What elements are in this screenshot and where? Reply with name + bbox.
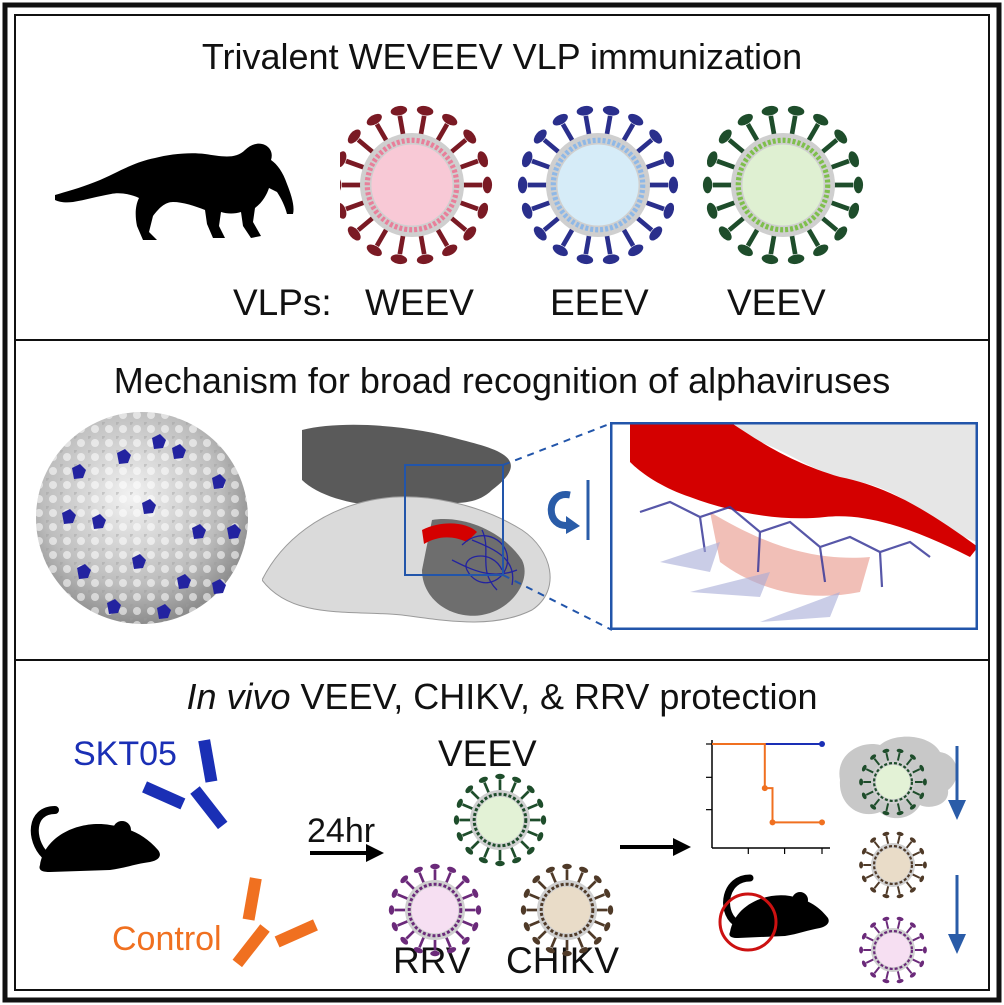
zoom-box	[404, 464, 504, 576]
survival-lines	[712, 741, 825, 826]
beta-strands	[660, 542, 840, 622]
epitope-patches	[62, 434, 241, 619]
mouse-outcome-icon	[718, 874, 829, 952]
survival-series-1	[712, 743, 822, 824]
control-antibody-icon	[232, 877, 318, 968]
glycoprotein-structure	[262, 424, 551, 623]
vlp-label-eeev: EEEV	[550, 282, 649, 323]
control-label: Control	[112, 920, 222, 958]
decrease-arrow-icon	[948, 746, 966, 820]
surface-white	[730, 422, 978, 542]
vlp-eeev	[517, 105, 679, 265]
time-label: 24hr	[307, 812, 376, 850]
zoom-line-top	[502, 422, 613, 466]
arrow-24hr-head	[366, 844, 384, 862]
challenge-virus-veev	[453, 773, 547, 867]
decrease-arrow-icon-2	[948, 875, 966, 954]
skt05-label: SKT05	[73, 735, 177, 773]
macaque-silhouette-icon	[55, 143, 294, 240]
highlight-circle	[718, 892, 778, 952]
outcome-virus-rrv	[859, 916, 927, 984]
cdr-loop-sticks	[639, 500, 931, 588]
outcome-virus-veev	[859, 748, 927, 816]
vlp-weev	[340, 105, 493, 265]
virus-label-chikv: CHIKV	[506, 940, 620, 981]
outcome-virus-chikv	[859, 831, 927, 899]
epitope-surface	[630, 422, 978, 557]
virion-surface	[36, 412, 248, 624]
panel1-title: Trivalent WEVEEV VLP immunization	[201, 36, 803, 77]
survival-step-point	[761, 785, 768, 792]
virus-label-rrv: RRV	[393, 940, 471, 981]
inner-border	[14, 14, 990, 991]
vlps-label: VLPs:	[233, 282, 332, 323]
e2-domain-mid	[422, 519, 525, 616]
zoomed-interface	[610, 422, 978, 630]
panel3-title-italic: In vivo	[186, 676, 291, 717]
survival-step-point	[769, 819, 776, 826]
mouse-silhouette-icon	[30, 806, 160, 872]
panel3-title: In vivo VEEV, CHIKV, & RRV protection	[0, 676, 1004, 718]
outcome-viruses	[859, 748, 927, 984]
vlp-particles	[340, 105, 864, 265]
panel3-title-rest: VEEV, CHIKV, & RRV protection	[290, 676, 818, 717]
vlp-veev	[702, 105, 864, 265]
virus-label-veev: VEEV	[438, 733, 537, 774]
zoom-line-bottom	[502, 574, 613, 631]
survival-endpoint	[819, 741, 825, 747]
vlp-label-veev: VEEV	[727, 282, 826, 323]
challenge-virus-chikv	[520, 863, 614, 957]
survival-ticks	[706, 743, 823, 854]
skt05-antibody-icon	[142, 739, 228, 830]
epitope-shadow	[710, 512, 870, 596]
challenge-virus-rrv	[388, 863, 482, 957]
survival-chart	[706, 740, 830, 854]
panel2-title: Mechanism for broad recognition of alpha…	[113, 360, 891, 401]
survival-endpoint	[819, 819, 825, 826]
vlp-label-weev: WEEV	[365, 282, 474, 323]
arrow-outcome-head	[673, 838, 691, 856]
epitope-region	[422, 523, 477, 544]
zoom-connectors	[502, 422, 613, 631]
protection-schematic	[30, 736, 966, 984]
zoom-panel-border	[610, 422, 978, 630]
rotate-arrow-icon	[547, 480, 590, 540]
challenge-viruses	[388, 773, 614, 957]
